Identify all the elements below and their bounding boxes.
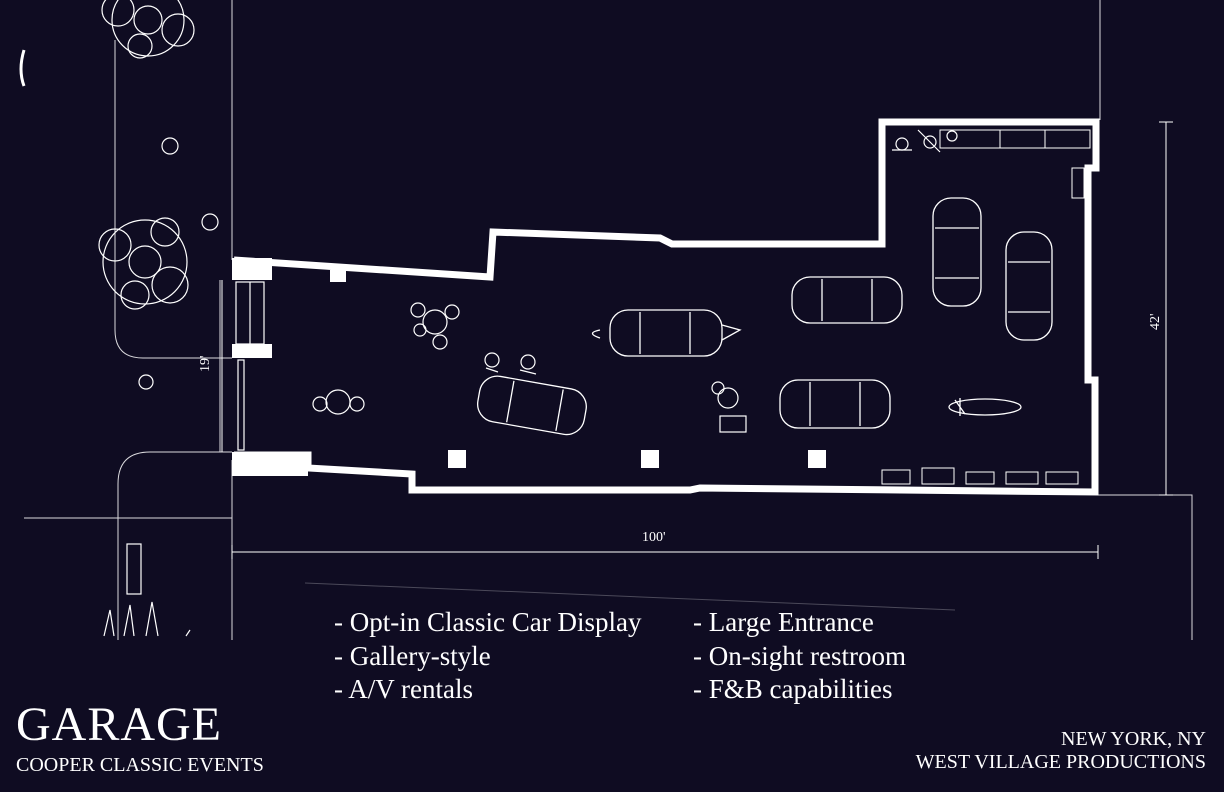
dimension-width-label: 100' <box>642 530 666 545</box>
table-cluster-left <box>410 302 460 350</box>
location-block: NEW YORK, NY WEST VILLAGE PRODUCTIONS <box>916 728 1206 774</box>
feature-item: A/V rentals <box>334 673 641 707</box>
car-vertical-right <box>1005 231 1053 341</box>
table-cluster-center <box>711 381 747 433</box>
location-city: NEW YORK, NY <box>1061 728 1206 750</box>
pedestrians <box>138 137 219 390</box>
planters <box>103 543 191 637</box>
features-list-left: Opt-in Classic Car Display Gallery-style… <box>334 606 641 707</box>
car-front-left <box>476 375 587 436</box>
feature-item: F&B capabilities <box>693 673 906 707</box>
lamp-icon <box>19 49 26 87</box>
venue-subtitle: COOPER CLASSIC EVENTS <box>16 754 264 776</box>
car-top-left-center <box>591 309 742 357</box>
feature-item: Large Entrance <box>693 606 906 640</box>
features-list-right: Large Entrance On-sight restroom F&B cap… <box>693 606 906 707</box>
street-lines <box>24 0 1193 640</box>
tree-middle <box>98 217 189 310</box>
dimension-entrance-label: 19' <box>198 355 213 372</box>
storage-shelves <box>881 129 1091 485</box>
feature-item: Gallery-style <box>334 640 641 674</box>
building-walls <box>233 118 1100 496</box>
entrance-doors <box>235 281 265 451</box>
people-group-front <box>484 352 537 375</box>
car-center-lower <box>779 379 891 429</box>
tree-top <box>101 0 195 59</box>
dimension-lines <box>221 121 1173 611</box>
dimension-depth-label: 42' <box>1148 313 1163 330</box>
venue-title: GARAGE <box>16 698 222 751</box>
feature-item: On-sight restroom <box>693 640 906 674</box>
feature-item: Opt-in Classic Car Display <box>334 606 642 640</box>
car-vertical-left <box>932 197 982 307</box>
wall-blocks <box>232 258 826 476</box>
seating-entrance <box>312 389 365 415</box>
location-company: WEST VILLAGE PRODUCTIONS <box>915 751 1206 773</box>
motorcycle <box>948 398 1022 416</box>
car-center-upper <box>791 276 903 324</box>
workshop-tools <box>892 129 958 153</box>
